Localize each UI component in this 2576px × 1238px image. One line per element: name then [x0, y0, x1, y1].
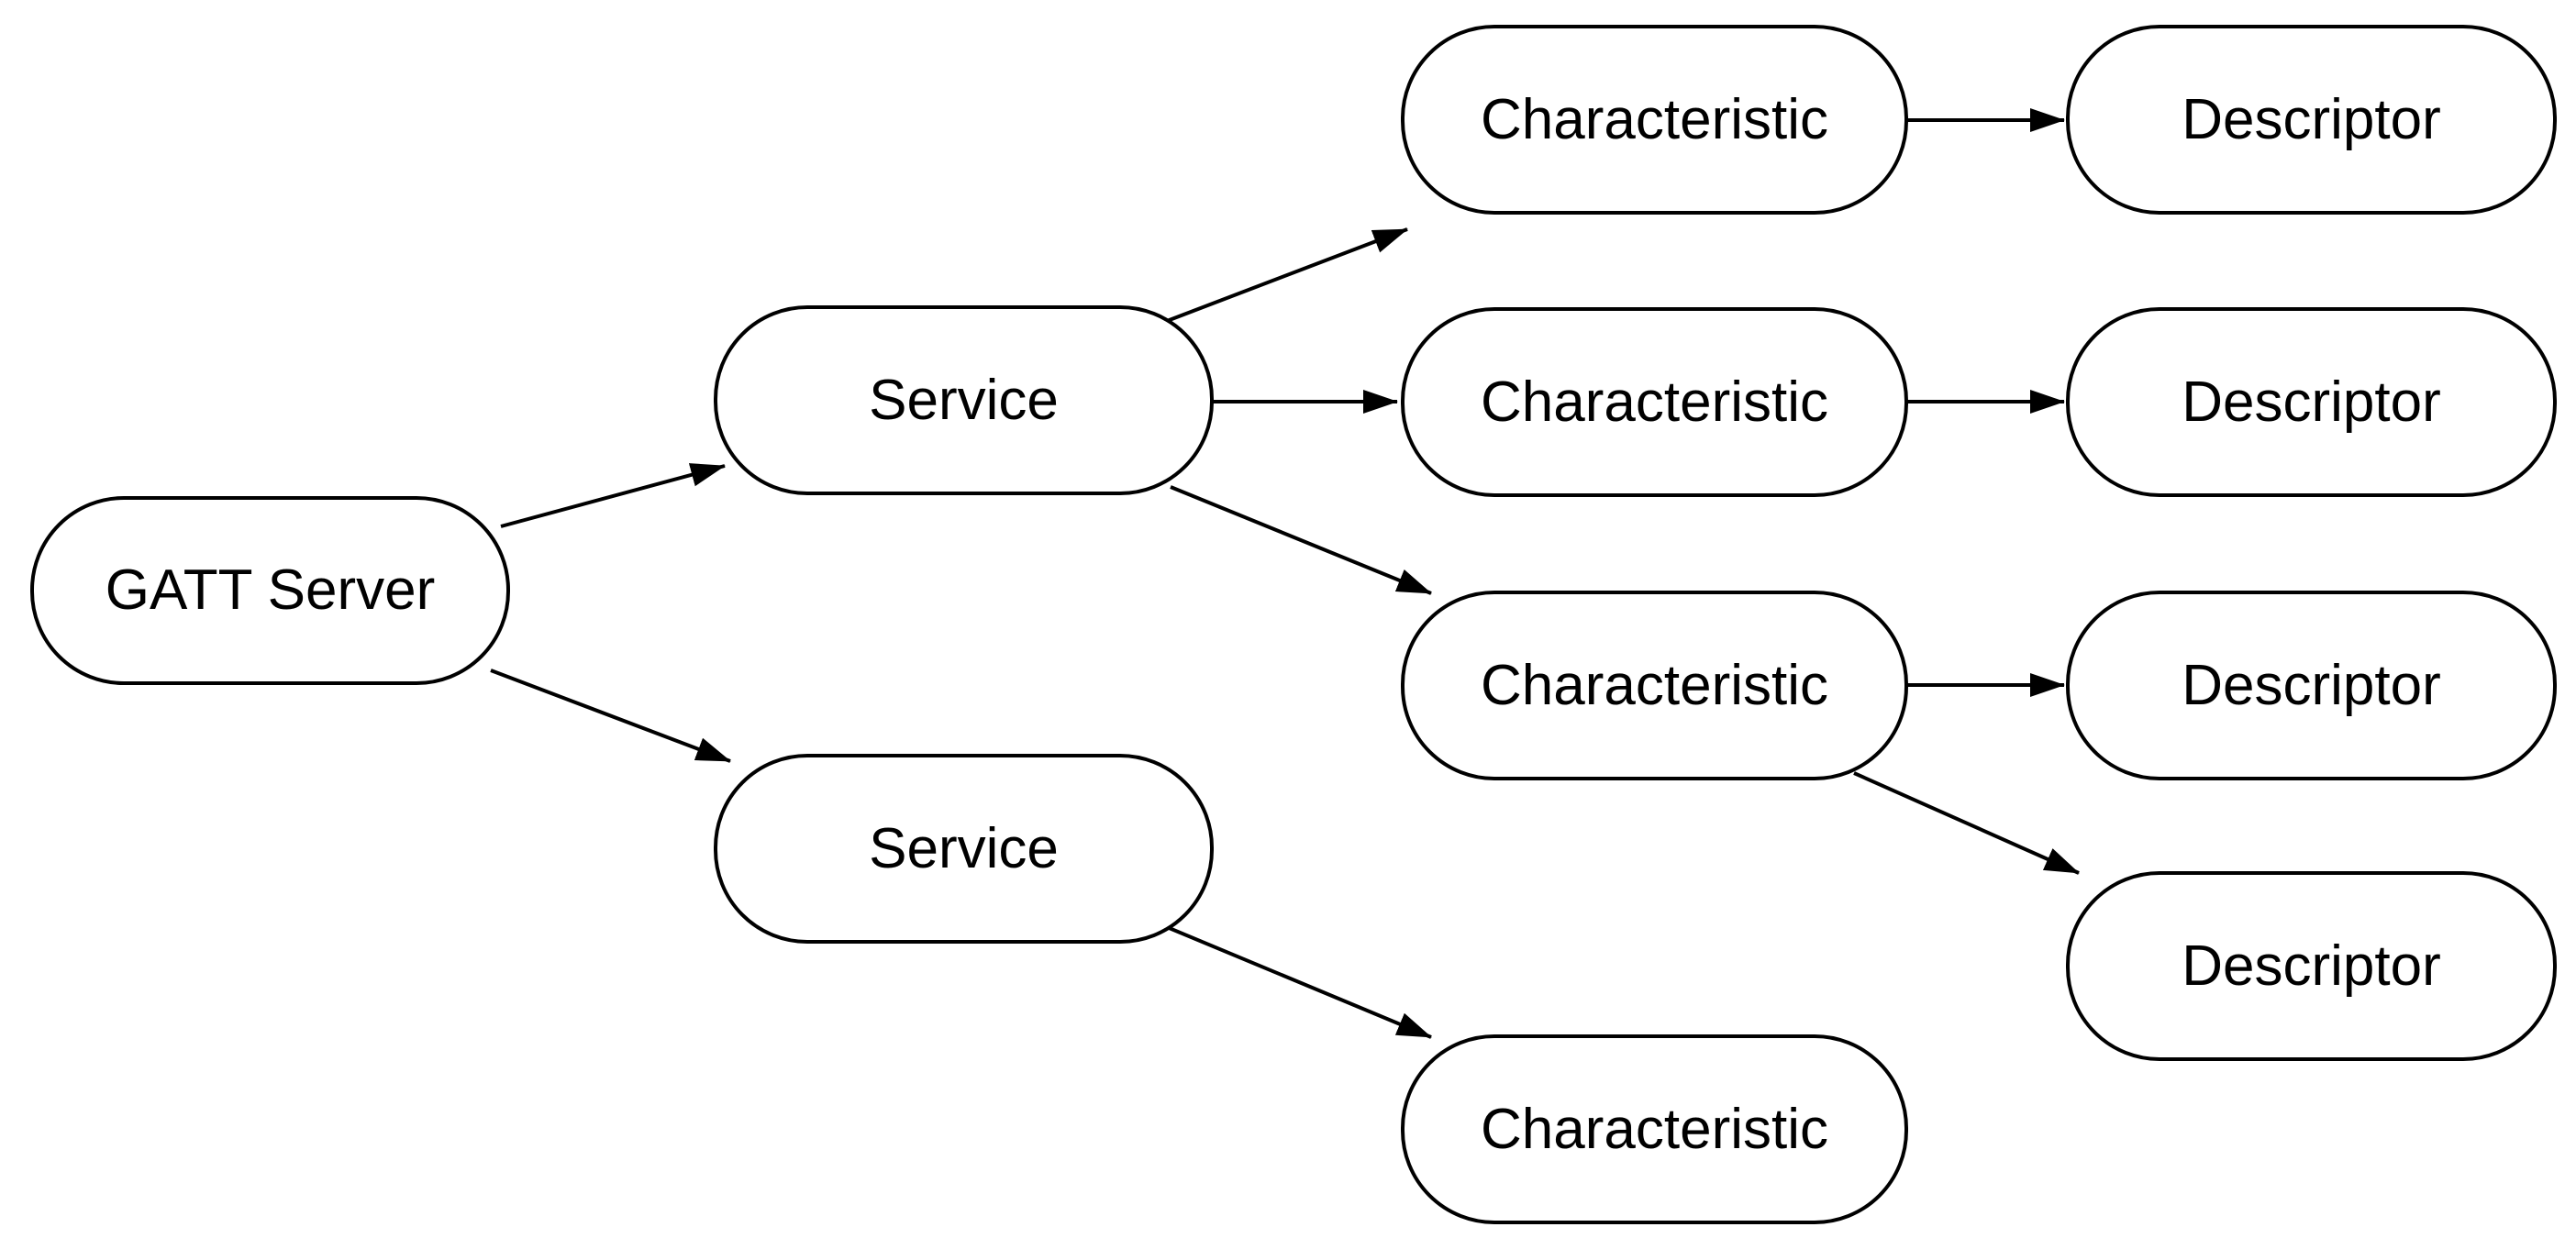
node-descriptor-3: Descriptor — [2066, 591, 2557, 780]
node-label-characteristic-1: Characteristic — [1481, 87, 1828, 151]
node-characteristic-4: Characteristic — [1401, 1034, 1908, 1224]
node-characteristic-3: Characteristic — [1401, 591, 1908, 780]
node-characteristic-1: Characteristic — [1401, 25, 1908, 215]
node-label-characteristic-2: Characteristic — [1481, 370, 1828, 434]
node-label-service-2: Service — [869, 816, 1059, 880]
edge-gatt-server-to-service-1 — [500, 463, 726, 528]
node-label-descriptor-4: Descriptor — [2182, 934, 2441, 998]
edge-service-1-to-characteristic-1 — [1166, 227, 1408, 323]
edge-group — [490, 108, 2080, 1039]
edge-service-1-to-characteristic-3 — [1170, 485, 1432, 595]
node-label-descriptor-1: Descriptor — [2182, 87, 2441, 151]
node-service-1: Service — [714, 305, 1214, 495]
node-label-characteristic-3: Characteristic — [1481, 653, 1828, 717]
edge-service-2-to-characteristic-4 — [1166, 925, 1432, 1039]
node-characteristic-2: Characteristic — [1401, 307, 1908, 497]
node-label-descriptor-2: Descriptor — [2182, 370, 2441, 434]
node-label-descriptor-3: Descriptor — [2182, 653, 2441, 717]
node-label-gatt-server: GATT Server — [105, 558, 436, 622]
node-service-2: Service — [714, 754, 1214, 944]
edge-gatt-server-to-service-2 — [490, 669, 731, 763]
node-descriptor-1: Descriptor — [2066, 25, 2557, 215]
node-descriptor-4: Descriptor — [2066, 871, 2557, 1061]
node-gatt-server: GATT Server — [30, 496, 510, 685]
node-descriptor-2: Descriptor — [2066, 307, 2557, 497]
edge-characteristic-3-to-descriptor-4 — [1853, 771, 2080, 875]
node-label-characteristic-4: Characteristic — [1481, 1097, 1828, 1161]
node-label-service-1: Service — [869, 368, 1059, 432]
